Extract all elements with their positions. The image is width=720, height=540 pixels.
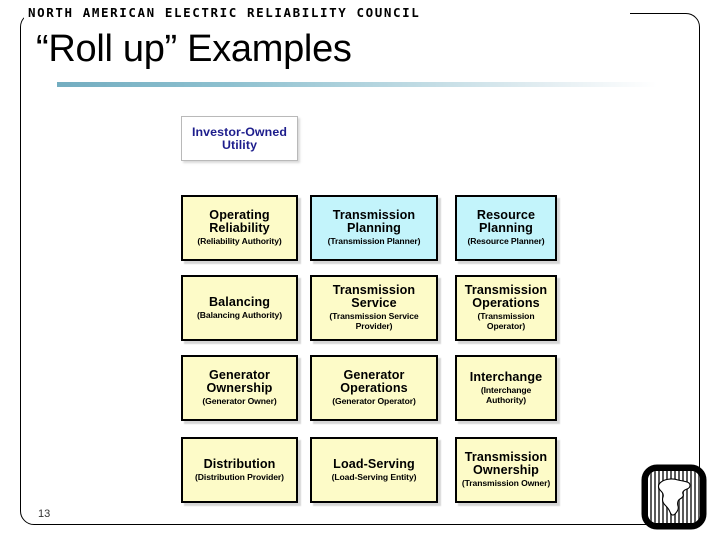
node-role-label: (Transmission Owner)	[461, 478, 551, 489]
node-title-line-1: Resource	[476, 208, 536, 223]
node-title-line-1: Transmission	[332, 208, 416, 223]
page-title: “Roll up” Examples	[36, 28, 352, 70]
node-role-label: (Transmission Planner)	[327, 236, 421, 247]
node-role-label: (Distribution Provider)	[195, 471, 284, 482]
node-title-line-2: Ownership	[473, 463, 539, 478]
node-title-line-2: Reliability	[209, 221, 270, 236]
node-interchange[interactable]: Interchange(Interchange Authority)	[455, 355, 557, 421]
node-title-line-1: Load-Serving	[333, 456, 415, 471]
node-title-line-1: Generator	[208, 368, 271, 383]
node-title-line-1: Generator	[343, 368, 405, 383]
node-role-label: (Interchange Authority)	[480, 384, 532, 405]
title-underline-rule	[57, 82, 657, 87]
node-title-line-1: Balancing	[208, 294, 271, 309]
node-role-label: (Resource Planner)	[467, 236, 545, 247]
node-distribution[interactable]: Distribution(Distribution Provider)	[181, 437, 298, 503]
node-title-line-2: Utility	[221, 137, 258, 152]
nerc-logo	[638, 461, 710, 533]
node-title-line-1: Transmission	[464, 283, 548, 298]
node-title-line-2: Planning	[347, 221, 401, 236]
node-balancing[interactable]: Balancing(Balancing Authority)	[181, 275, 298, 341]
node-role-label: (Transmission Operator)	[477, 311, 535, 332]
node-role-label: (Reliability Authority)	[197, 236, 282, 247]
node-title-line-1: Operating	[209, 208, 270, 223]
node-title-line-1: Distribution	[203, 456, 276, 471]
node-title-line-2: Planning	[479, 221, 533, 236]
node-role-label: (Balancing Authority)	[197, 309, 282, 320]
node-role-label: (Transmission Service Provider)	[329, 311, 419, 332]
node-title-line-1: Transmission	[464, 450, 548, 465]
banner-backdrop	[24, 5, 630, 23]
node-title-line-1: Investor-Owned	[191, 124, 288, 139]
node-role-label: (Generator Owner)	[202, 396, 277, 407]
node-title-line-2: Operations	[340, 381, 408, 396]
node-title-line-2: Operations	[472, 296, 540, 311]
node-role-label: (Generator Operator)	[332, 396, 416, 407]
node-role-label: (Load-Serving Entity)	[331, 471, 417, 482]
organization-banner: NORTH AMERICAN ELECTRIC RELIABILITY COUN…	[28, 5, 421, 21]
node-load-serving[interactable]: Load-Serving(Load-Serving Entity)	[310, 437, 438, 503]
node-title-line-1: Interchange	[469, 369, 543, 384]
node-title-line-2: Ownership	[206, 381, 273, 396]
page-number: 13	[38, 508, 51, 520]
node-title-line-2: Service	[351, 296, 397, 311]
node-title-line-1: Transmission	[332, 283, 416, 298]
